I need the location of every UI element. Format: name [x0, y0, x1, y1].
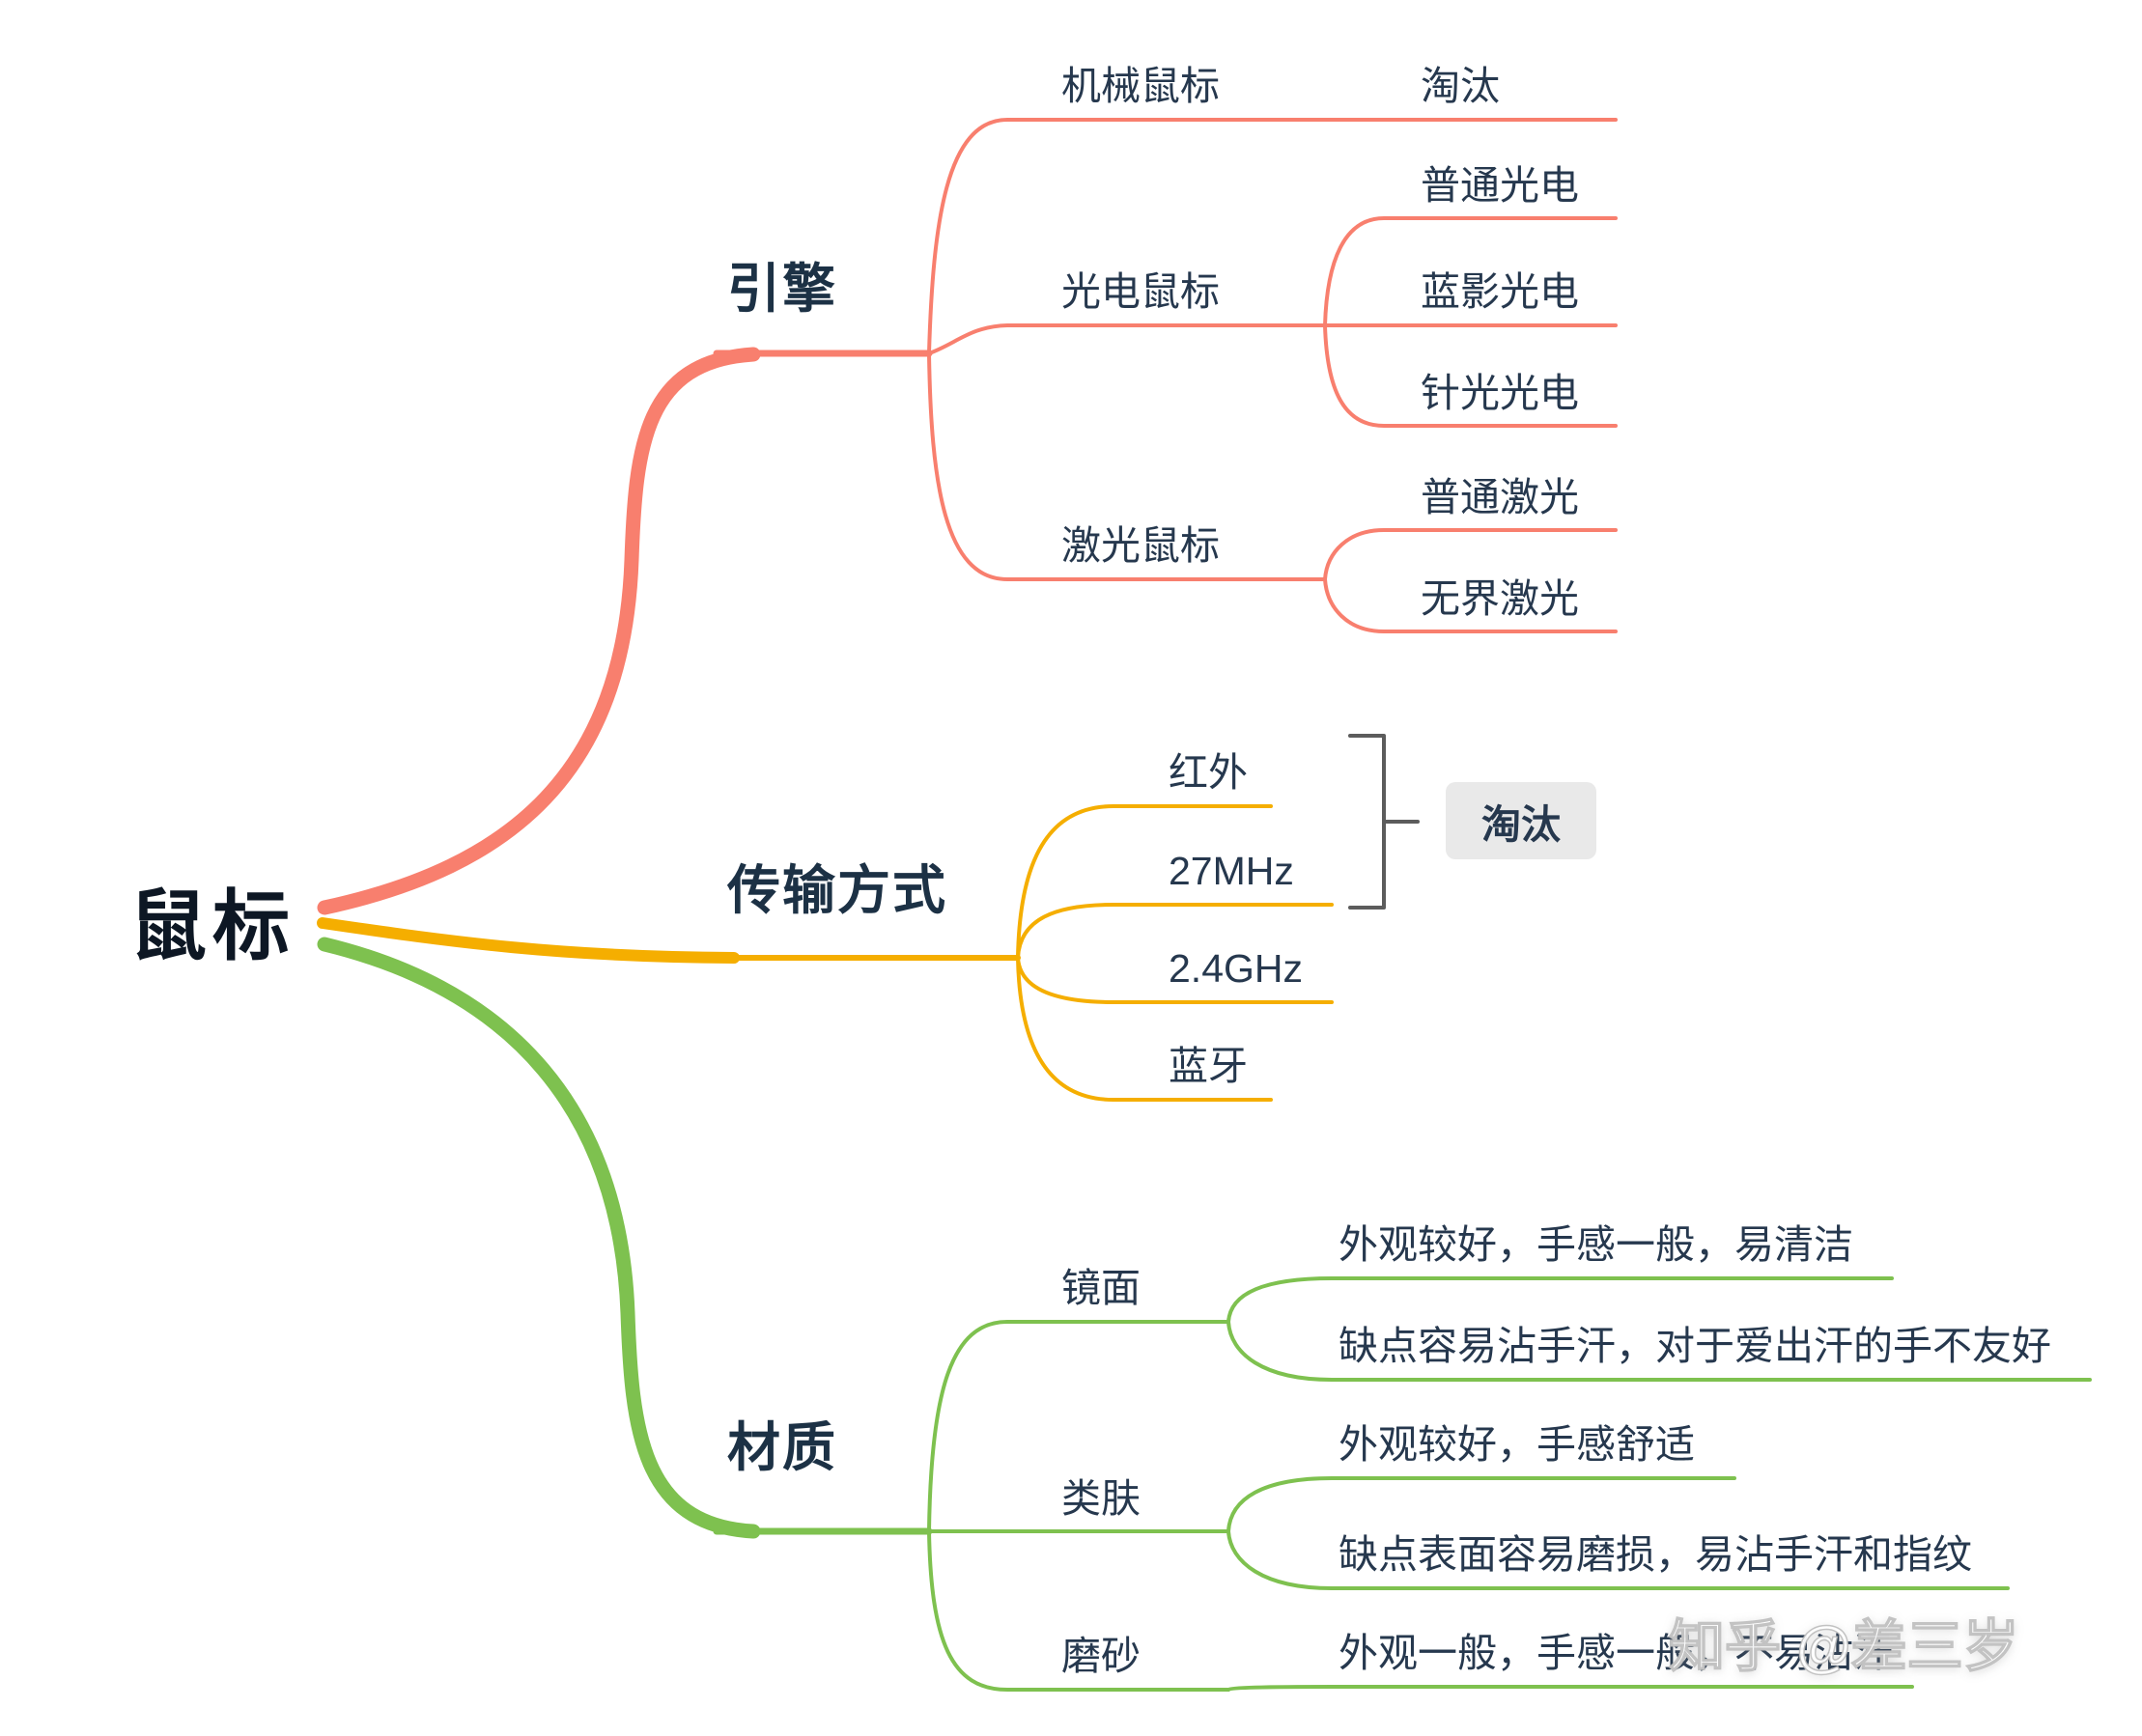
branch-engine-trunk: [317, 347, 761, 915]
note-skin-pros[interactable]: 外观较好，手感舒适: [1339, 1422, 1695, 1467]
node-optical-mouse[interactable]: 光电鼠标: [1061, 269, 1220, 314]
edge-mechanical-mouse: [927, 118, 1618, 355]
edge-infrared: [1016, 804, 1273, 960]
group-bracket: [1348, 734, 1420, 910]
node-matte[interactable]: 磨砂: [1061, 1634, 1141, 1678]
root-node[interactable]: 鼠标: [129, 883, 296, 969]
node-mechanical-mouse[interactable]: 机械鼠标: [1061, 64, 1220, 108]
edge-24ghz: [1016, 956, 1334, 1004]
branch-transmission-trunk: [317, 917, 740, 964]
note-mirror-cons[interactable]: 缺点容易沾手汗，对于爱出汗的手不友好: [1339, 1324, 2051, 1368]
edge-skin-cons: [1226, 1529, 2010, 1590]
node-bluetooth[interactable]: 蓝牙: [1169, 1044, 1248, 1088]
edge-matte-summary: [1226, 1685, 1914, 1692]
branch-material-label[interactable]: 材质: [727, 1417, 838, 1477]
edge-boundless-laser: [1323, 577, 1618, 633]
edge-matte: [927, 1529, 1230, 1692]
branch-material-trunk: [317, 937, 761, 1539]
edge-pin-light-optical: [1323, 323, 1618, 428]
node-mirror[interactable]: 镜面: [1061, 1266, 1141, 1310]
node-ordinary-optical[interactable]: 普通光电: [1421, 163, 1579, 208]
note-skin-cons[interactable]: 缺点表面容易磨损，易沾手汗和指纹: [1339, 1532, 1972, 1577]
node-eliminated[interactable]: 淘汰: [1421, 64, 1500, 108]
node-boundless-laser[interactable]: 无界激光: [1421, 576, 1579, 621]
node-infrared[interactable]: 红外: [1169, 750, 1248, 795]
callout-eliminated[interactable]: 淘汰: [1446, 782, 1596, 859]
edge-bluetooth: [1016, 956, 1273, 1102]
node-24ghz[interactable]: 2.4GHz: [1169, 946, 1303, 991]
edge-mirror-pros: [1226, 1276, 1894, 1324]
branch-transmission-label[interactable]: 传输方式: [727, 860, 948, 920]
edge-mirror: [927, 1320, 1230, 1533]
node-27mhz[interactable]: 27MHz: [1169, 849, 1294, 893]
note-mirror-pros[interactable]: 外观较好，手感一般，易清洁: [1339, 1222, 1853, 1267]
watermark: 知乎 @差三岁: [1668, 1614, 2019, 1679]
edge-mirror-cons: [1226, 1320, 2092, 1382]
node-blue-shadow-optical[interactable]: 蓝影光电: [1421, 269, 1579, 314]
edge-ordinary-laser: [1323, 528, 1618, 581]
node-laser-mouse[interactable]: 激光鼠标: [1061, 523, 1220, 568]
edge-optical-mouse: [927, 323, 1327, 355]
edge-ordinary-optical: [1323, 216, 1618, 327]
edge-skin-pros: [1226, 1476, 1736, 1533]
edge-laser-mouse: [927, 351, 1327, 581]
node-ordinary-laser[interactable]: 普通激光: [1421, 475, 1579, 519]
edge-27mhz: [1016, 903, 1334, 960]
branch-engine-label[interactable]: 引擎: [727, 259, 838, 319]
node-skin-like[interactable]: 类肤: [1061, 1476, 1141, 1521]
note-matte-summary[interactable]: 外观一般，手感一般，不易沾汗: [1339, 1631, 1893, 1675]
node-pin-light-optical[interactable]: 针光光电: [1421, 371, 1579, 415]
